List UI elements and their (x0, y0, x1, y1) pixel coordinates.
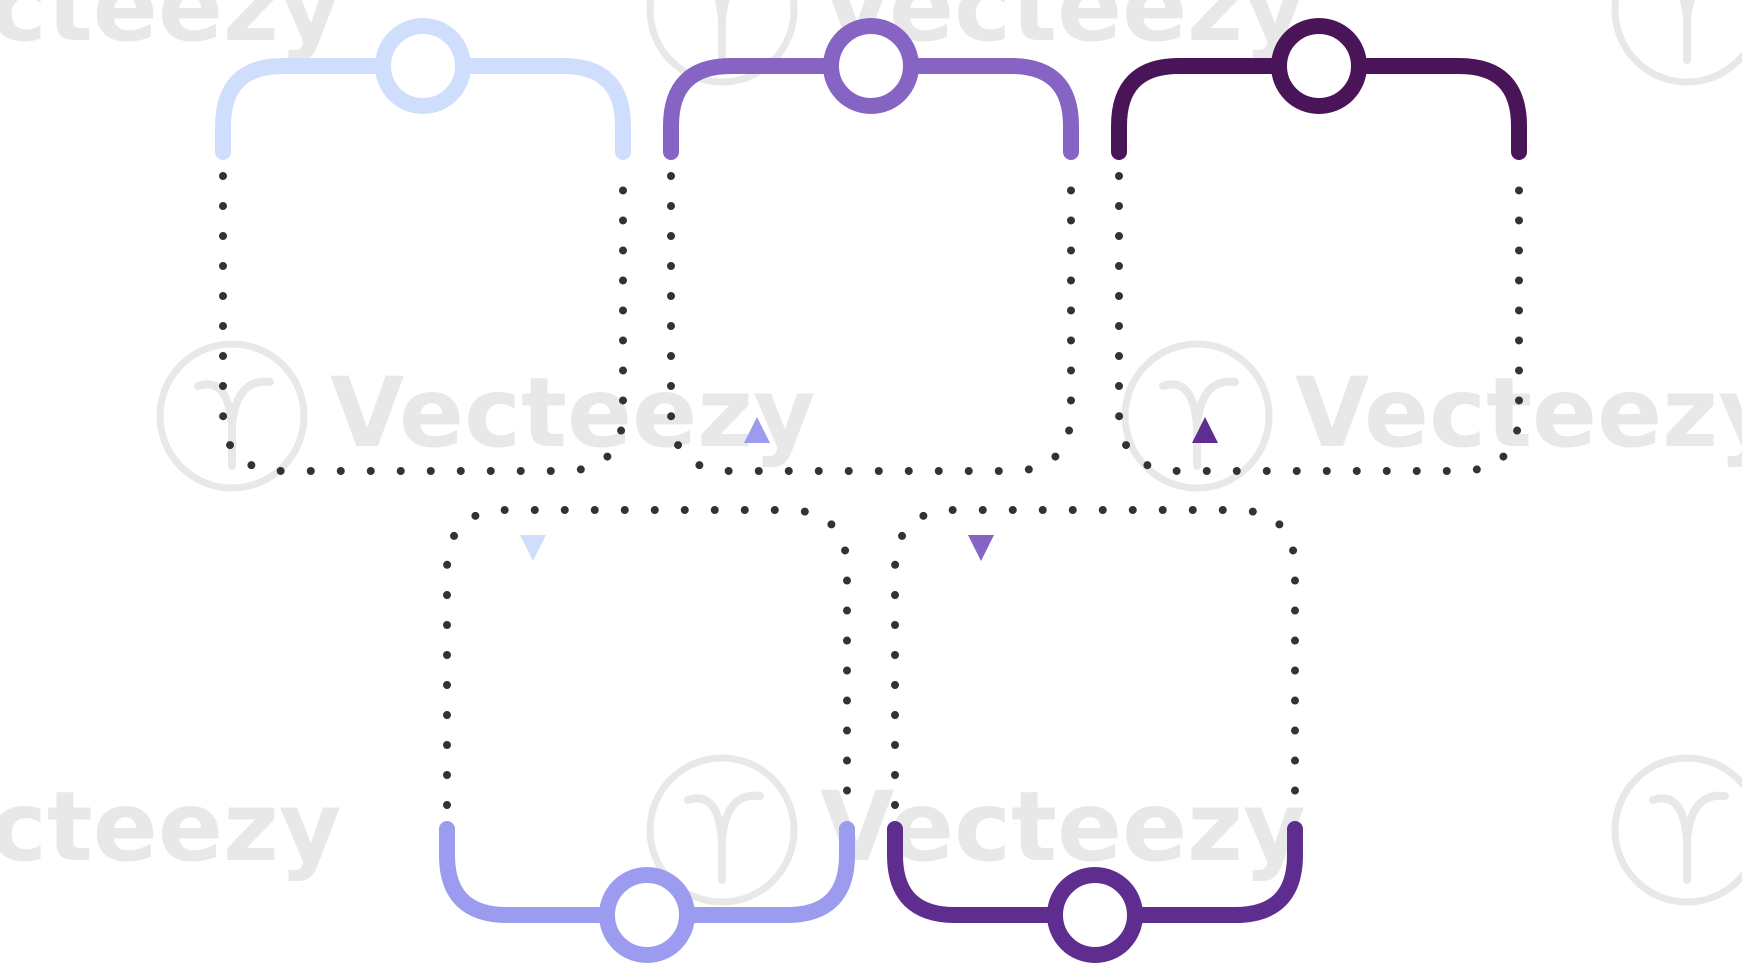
vecteezy-logo-icon (1611, 754, 1742, 906)
step-3-marker (823, 18, 919, 114)
arrow-down-1-icon (520, 535, 546, 561)
step-5 (1111, 18, 1527, 160)
arrow-up-4-icon (1192, 417, 1218, 443)
watermark-2: Vecteezy (1121, 340, 1742, 492)
watermark-text: Vecteezy (330, 357, 816, 469)
arrow-down-3-icon (968, 535, 994, 561)
step-5-marker (1271, 18, 1367, 114)
step-2-marker (599, 867, 695, 963)
step-frames (215, 18, 1527, 963)
step-2 (439, 821, 855, 963)
step-4 (887, 821, 1303, 963)
vecteezy-logo-icon (1121, 340, 1273, 492)
step-3 (663, 18, 1079, 160)
vecteezy-logo-icon (1611, 0, 1742, 86)
vecteezy-logo-icon (646, 0, 798, 86)
connector-arrows (520, 417, 1218, 561)
watermark-6: cteezy (0, 771, 341, 883)
watermark-5: cteezy (0, 0, 341, 63)
watermark-text: Vecteezy (1295, 357, 1742, 469)
step-1-marker (375, 18, 471, 114)
watermark-text: cteezy (0, 771, 341, 883)
watermark-8 (1611, 754, 1742, 906)
step-4-marker (1047, 867, 1143, 963)
watermark-text: cteezy (0, 0, 341, 63)
watermark-1: Vecteezy (156, 340, 816, 492)
vecteezy-logo-icon (646, 754, 798, 906)
arrow-up-2-icon (744, 417, 770, 443)
watermark-7 (1611, 0, 1742, 86)
step-1 (215, 18, 631, 160)
